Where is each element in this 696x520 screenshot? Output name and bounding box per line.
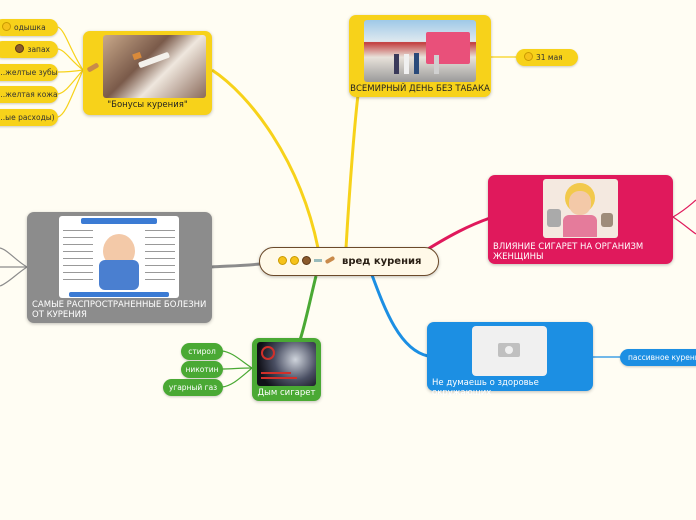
smoke-node[interactable]: Дым сигарет (252, 338, 321, 401)
bonuses-title: "Бонусы курения" (107, 100, 188, 110)
camera-icon (498, 343, 520, 357)
women-effect-node[interactable]: ВЛИЯНИЕ СИГАРЕТ НА ОРГАНИЗМ ЖЕНЩИНЫ (488, 175, 673, 264)
bonuses-node[interactable]: "Бонусы курения" (83, 31, 212, 115)
cigarette-icon (324, 255, 336, 265)
cartoon-woman-image (543, 179, 618, 238)
smoke-title: Дым сигарет (257, 388, 316, 398)
smoke-item-nicotine[interactable]: никотин (181, 361, 223, 378)
smile-face-icon (290, 256, 299, 265)
diseases-node[interactable]: САМЫЕ РАСПРОСТРАНЕННЫЕ БОЛЕЗНИ ОТ КУРЕНИ… (27, 212, 212, 323)
broken-cigarette-image (103, 35, 206, 98)
central-topic[interactable]: вред курения (259, 247, 439, 276)
passive-smoking-item[interactable]: пассивное курени... (620, 349, 696, 366)
smoke-item-styrene[interactable]: стирол (181, 343, 223, 360)
bonus-item-shortness-breath[interactable]: одышка (0, 19, 58, 36)
others-health-title: Не думаешь о здоровье окружающих (432, 378, 539, 398)
face-icon (2, 22, 11, 31)
cigarette-icon (86, 62, 100, 73)
syringe-icon (314, 259, 322, 262)
others-health-node[interactable]: Не думаешь о здоровье окружающих (427, 322, 593, 398)
event-photo (364, 20, 476, 82)
bonus-item-yellow-skin[interactable]: ...желтая кожа (0, 86, 58, 103)
tobacco-day-date[interactable]: 31 мая (516, 49, 578, 66)
face-icon (524, 52, 533, 61)
poop-icon (15, 44, 25, 53)
central-title: вред курения (342, 256, 422, 267)
smoke-item-carbon-monoxide[interactable]: угарный газ (163, 379, 223, 396)
speaking-head-icon (302, 256, 311, 265)
smoke-image (257, 342, 316, 386)
women-effect-title: ВЛИЯНИЕ СИГАРЕТ НА ОРГАНИЗМ ЖЕНЩИНЫ (493, 242, 644, 262)
image-placeholder (472, 326, 547, 376)
bonus-item-expenses[interactable]: ...ые расходы) (0, 109, 58, 126)
central-icons (278, 255, 336, 267)
tobacco-day-node[interactable]: ВСЕМИРНЫЙ ДЕНЬ БЕЗ ТАБАКА (349, 15, 491, 97)
bonus-item-yellow-teeth[interactable]: ...желтые зубы (0, 64, 58, 81)
diseases-infographic (59, 216, 179, 298)
bonus-item-smell[interactable]: запах (0, 41, 58, 58)
grin-face-icon (278, 256, 287, 265)
tobacco-day-title: ВСЕМИРНЫЙ ДЕНЬ БЕЗ ТАБАКА (350, 84, 490, 94)
diseases-title: САМЫЕ РАСПРОСТРАНЕННЫЕ БОЛЕЗНИ ОТ КУРЕНИ… (32, 300, 207, 320)
